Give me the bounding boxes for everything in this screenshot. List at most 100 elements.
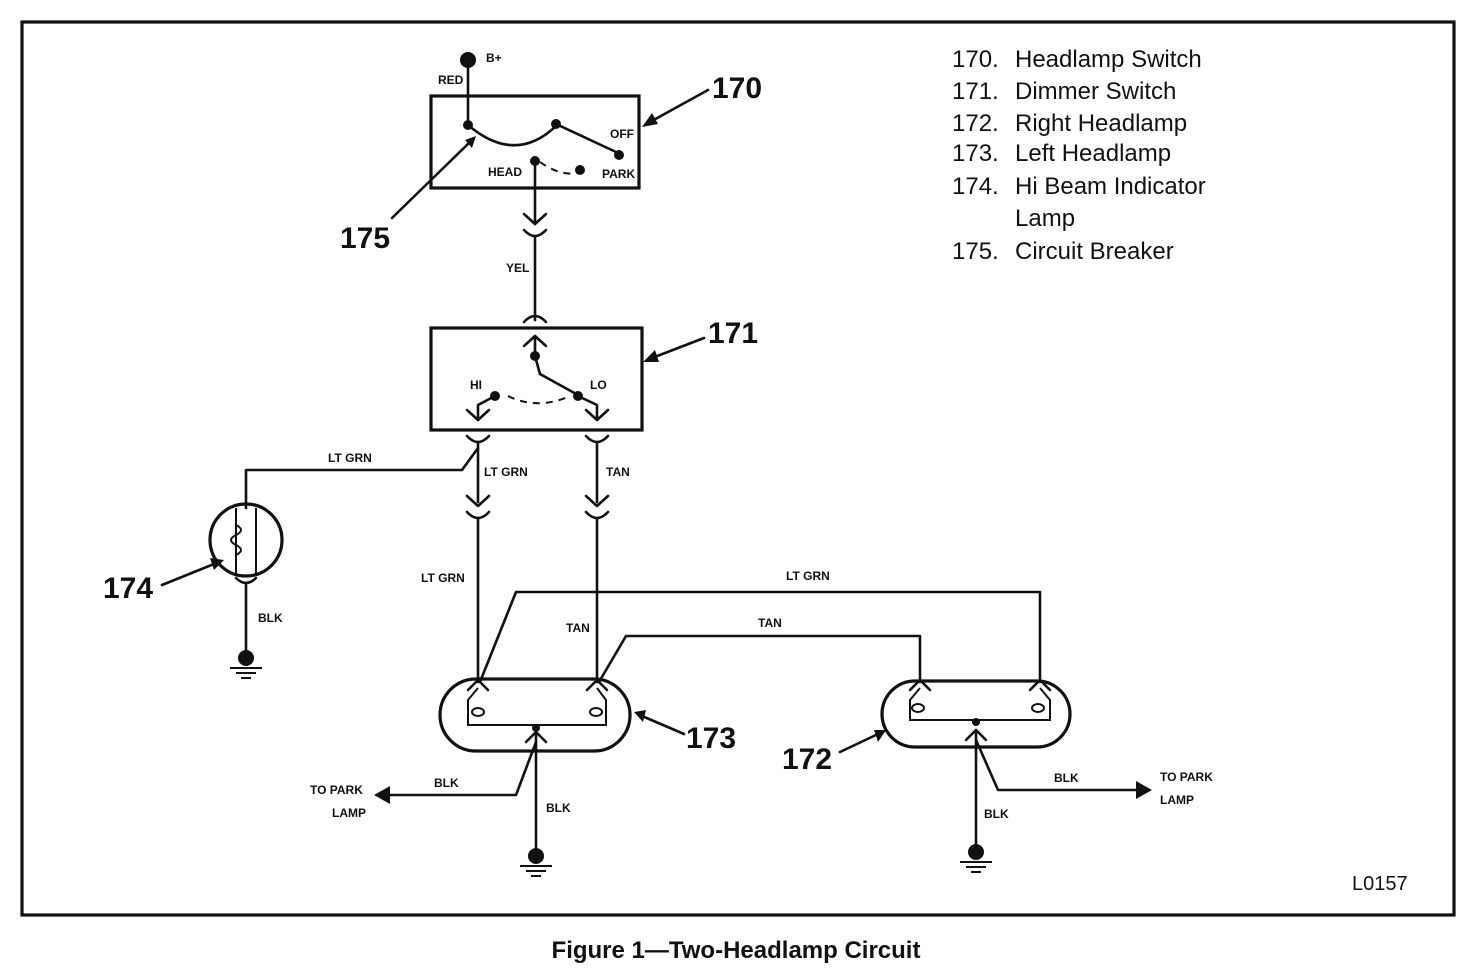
park-left-line1: TO PARK [310, 783, 363, 797]
callout-170-arrow [642, 113, 658, 127]
legend-text-174-line2: Lamp [1015, 205, 1075, 232]
callout-174: 174 [103, 572, 153, 605]
callout-171-leader [650, 336, 706, 360]
connector-lo-male [584, 408, 610, 422]
callout-174-arrow [210, 558, 224, 570]
legend: 170. Headlamp Switch 171. Dimmer Switch … [952, 46, 1206, 265]
ground-174 [238, 650, 254, 666]
red-wire-label: RED [438, 73, 464, 87]
legend-text-172: Right Headlamp [1015, 110, 1187, 137]
connector-170-male [522, 212, 548, 226]
callout-175: 175 [340, 222, 390, 255]
switch-blade [554, 122, 618, 154]
ground-172 [968, 844, 984, 860]
left-park-arrow [374, 786, 390, 804]
legend-text-171: Dimmer Switch [1015, 78, 1176, 105]
hi-lead [476, 394, 497, 420]
legend-text-173: Left Headlamp [1015, 140, 1171, 167]
legend-num-174: 174. [952, 173, 999, 200]
callout-173-leader [640, 714, 686, 736]
callout-173-arrow [634, 710, 646, 722]
blk-park-left-label: BLK [434, 776, 459, 790]
left-lamp-common [532, 724, 540, 732]
connector-tan-male [584, 494, 610, 508]
dimmer-blade-a [533, 354, 542, 376]
park-label: PARK [602, 167, 635, 181]
right-park-arrow [1136, 781, 1152, 799]
switch-linkage [539, 161, 588, 175]
connector-171-top-female [522, 314, 548, 324]
tan-mid-label: TAN [606, 465, 630, 479]
blk-ground-right-label: BLK [984, 807, 1009, 821]
callout-171-arrow [643, 350, 659, 362]
off-label: OFF [610, 127, 634, 141]
indicator-filament [230, 524, 242, 556]
callout-172: 172 [782, 743, 832, 776]
head-label: HEAD [488, 165, 522, 179]
left-lamp-filaments [467, 687, 607, 726]
blk-ground-left-label: BLK [546, 801, 571, 815]
lo-label: LO [590, 378, 607, 392]
lt-grn-mid-label: LT GRN [484, 465, 528, 479]
legend-num-173: 173. [952, 140, 999, 167]
callout-170-leader [648, 88, 710, 124]
tan-cross-wire [597, 634, 922, 684]
legend-text-170: Headlamp Switch [1015, 46, 1202, 73]
blk-174-label: BLK [258, 611, 283, 625]
tan-cross-label: TAN [758, 616, 782, 630]
lo-lead [576, 394, 599, 420]
yel-wire-label: YEL [506, 261, 529, 275]
callout-173: 173 [686, 722, 736, 755]
right-lamp-terminal-hi [1028, 678, 1052, 692]
callout-170: 170 [712, 72, 762, 105]
legend-num-171: 171. [952, 78, 999, 105]
lt-grn-left-label: LT GRN [421, 571, 465, 585]
dimmer-switch-box [429, 326, 644, 432]
lt-grn-cross-label: LT GRN [786, 569, 830, 583]
hi-label: HI [470, 378, 482, 392]
right-lamp-filaments [909, 687, 1051, 721]
tan-left-label: TAN [566, 621, 590, 635]
park-right-line2: LAMP [1160, 793, 1194, 807]
callout-174-leader [160, 562, 216, 587]
figure-caption: Figure 1—Two-Headlamp Circuit [552, 937, 921, 964]
right-lamp-common [972, 718, 980, 726]
right-park-wire [974, 738, 1140, 792]
connector-ltgrn-male [465, 494, 491, 508]
left-lamp-filament-a [471, 707, 485, 717]
dimmer-blade-b [538, 372, 580, 397]
right-lamp-filament-a [911, 703, 925, 713]
park-contact [575, 165, 585, 175]
hi-beam-indicator-lamp [208, 502, 284, 578]
callout-175-arrow [465, 136, 476, 148]
lt-grn-indicator-wire [244, 446, 480, 510]
bplus-label: B+ [486, 51, 502, 65]
legend-num-175: 175. [952, 238, 999, 265]
right-lamp-filament-b [1031, 703, 1045, 713]
legend-num-170: 170. [952, 46, 999, 73]
callout-172-arrow [874, 730, 886, 742]
callout-171: 171 [708, 317, 758, 350]
left-lamp-filament-b [589, 707, 603, 717]
indicator-connector [234, 576, 258, 585]
blk-park-right-label: BLK [1054, 771, 1079, 785]
callout-175-leader [390, 140, 472, 220]
figure-id: L0157 [1352, 873, 1408, 895]
right-lamp-terminal-lo [908, 678, 932, 692]
connector-hi-male [465, 408, 491, 422]
left-lamp-terminal-hi [585, 678, 609, 692]
off-contact [614, 150, 624, 160]
ground-173 [528, 848, 544, 864]
lt-grn-top-label: LT GRN [328, 451, 372, 465]
lt-grn-cross-wire [478, 590, 1042, 684]
park-left-line2: LAMP [332, 806, 366, 820]
diagram-frame [20, 20, 1456, 917]
left-park-wire [386, 740, 538, 797]
legend-num-172: 172. [952, 110, 999, 137]
legend-text-174: Hi Beam Indicator [1015, 173, 1206, 200]
legend-text-175: Circuit Breaker [1015, 238, 1174, 265]
circuit-breaker-symbol [466, 123, 558, 147]
park-right-line1: TO PARK [1160, 770, 1213, 784]
dimmer-linkage [507, 395, 569, 405]
